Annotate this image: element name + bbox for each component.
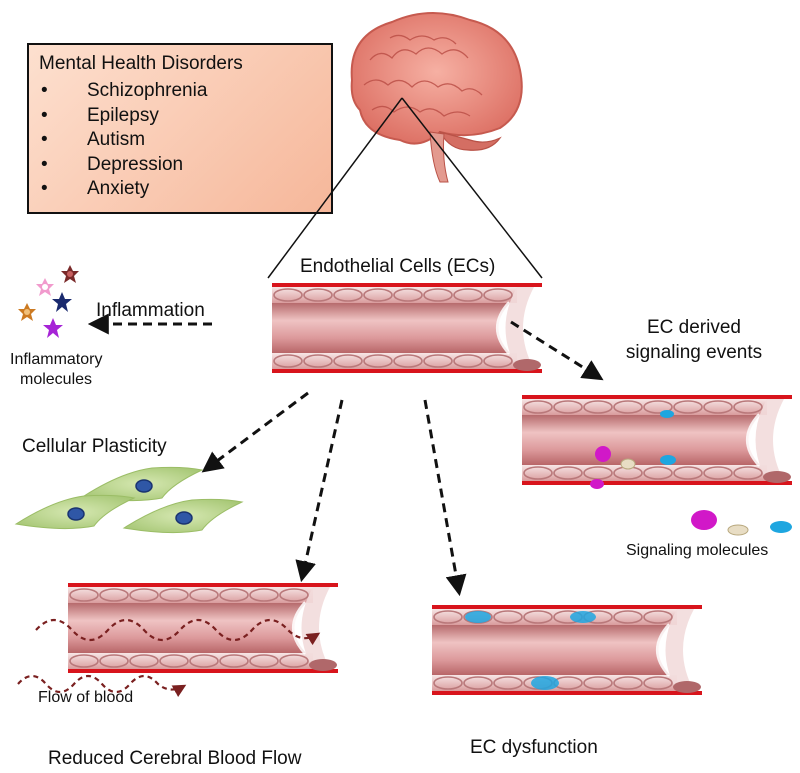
inflammatory-molecule-icon — [18, 265, 79, 338]
reduced-cbf-label: Reduced Cerebral Blood Flow — [48, 748, 302, 769]
zoom-line-right — [401, 97, 543, 279]
flow-of-blood-label: Flow of blood — [38, 689, 134, 706]
signaling-molecule-icon — [590, 410, 792, 536]
flow-legend-arrow — [17, 674, 187, 697]
endothelial-cells-label: Endothelial Cells (ECs) — [300, 256, 496, 277]
ec-dysfunction-label: EC dysfunction — [470, 737, 598, 758]
brain-icon — [350, 12, 523, 183]
disorder-item: Anxiety — [29, 177, 207, 202]
inflammatory-molecules-line2: molecules — [19, 371, 93, 388]
ec-signaling-line2: signaling events — [625, 342, 763, 363]
blood-vessel-icon — [522, 395, 792, 485]
ec-signaling-label: EC derived signaling events — [614, 315, 774, 365]
dysfunction-arrow — [423, 399, 467, 597]
smooth-muscle-cell-icon — [15, 466, 243, 534]
blood-flow-path — [35, 618, 321, 646]
disorders-list: Schizophrenia Epilepsy Autism Depression… — [29, 79, 207, 202]
signaling-arrow — [510, 320, 604, 381]
cellular-plasticity-label: Cellular Plasticity — [22, 436, 167, 457]
inflammation-label: Inflammation — [96, 300, 205, 321]
ec-signaling-line1: EC derived — [647, 317, 741, 338]
disorder-item: Epilepsy — [29, 104, 207, 129]
disorder-item: Autism — [29, 128, 207, 153]
disorders-box: Mental Health Disorders Schizophrenia Ep… — [27, 43, 333, 214]
disorder-item: Schizophrenia — [29, 79, 207, 104]
plasticity-arrow — [201, 391, 309, 473]
damaged-endothelial-cells — [465, 611, 596, 690]
signaling-molecules-label: Signaling molecules — [626, 542, 769, 559]
disorders-title: Mental Health Disorders — [39, 53, 243, 74]
inflammatory-molecules-line1: Inflammatory — [10, 351, 103, 368]
blood-vessel-icon — [68, 583, 338, 673]
disorder-item: Depression — [29, 153, 207, 178]
inflammatory-molecules-label: Inflammatory molecules — [10, 350, 102, 390]
blood-flow-arrow — [295, 399, 344, 583]
blood-vessel-icon — [272, 283, 542, 373]
zoom-line-left — [267, 97, 403, 279]
